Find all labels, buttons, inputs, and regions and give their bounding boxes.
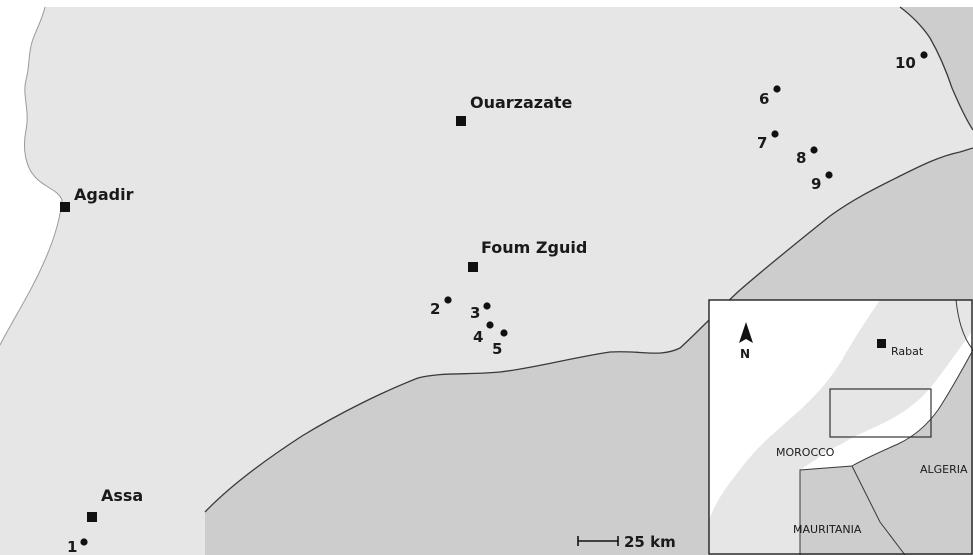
inset-label-algeria: ALGERIA — [920, 463, 968, 476]
site-label: 7 — [757, 134, 767, 152]
site-label: 10 — [895, 54, 916, 72]
city-agadir: Agadir — [60, 185, 134, 212]
inset-city-label: Rabat — [891, 345, 924, 358]
circle-marker-icon — [771, 130, 779, 138]
site-2: 2 — [430, 296, 452, 318]
inset-label-morocco: MOROCCO — [776, 446, 835, 459]
square-marker-icon — [60, 202, 70, 212]
inset-border — [799, 349, 973, 555]
circle-marker-icon — [500, 329, 508, 337]
city-assa: Assa — [87, 486, 143, 522]
inset-label-mauritania: MAURITANIA — [793, 523, 862, 536]
site-3: 3 — [470, 302, 491, 322]
square-marker-icon — [468, 262, 478, 272]
land-northeast — [900, 7, 973, 130]
site-label: 9 — [811, 175, 821, 193]
north-arrow-label: N — [740, 347, 750, 361]
site-label: 8 — [796, 149, 806, 167]
city-label: Agadir — [74, 185, 134, 204]
coastline — [0, 6, 63, 346]
site-8: 8 — [796, 146, 818, 167]
city-label: Assa — [101, 486, 143, 505]
scale-bar: 25 km — [577, 533, 676, 551]
inset-study-area-frame — [829, 388, 932, 438]
site-4: 4 — [473, 321, 494, 346]
site-7: 7 — [757, 130, 779, 152]
site-label: 1 — [67, 538, 77, 555]
inset-land-algeria — [852, 330, 973, 555]
circle-marker-icon — [486, 321, 494, 329]
square-marker-icon — [877, 339, 886, 348]
city-label: Ouarzazate — [470, 93, 573, 112]
north-arrow-icon: N — [739, 322, 753, 361]
site-label: 6 — [759, 90, 769, 108]
site-1: 1 — [67, 538, 88, 555]
site-label: 3 — [470, 304, 480, 322]
scale-bar-label: 25 km — [624, 533, 676, 551]
circle-marker-icon — [773, 85, 781, 93]
circle-marker-icon — [825, 171, 833, 179]
inset-border-3 — [955, 300, 973, 351]
inset-land-morocco — [709, 300, 973, 555]
site-label: 2 — [430, 300, 440, 318]
inset-map: N Rabat MOROCCO ALGERIA MAURITANIA — [708, 299, 973, 555]
circle-marker-icon — [444, 296, 452, 304]
circle-marker-icon — [810, 146, 818, 154]
square-marker-icon — [456, 116, 466, 126]
site-5: 5 — [492, 329, 508, 358]
inset-frame — [708, 299, 973, 555]
circle-marker-icon — [80, 538, 88, 546]
city-ouarzazate: Ouarzazate — [456, 93, 573, 126]
site-label: 5 — [492, 340, 502, 358]
site-10: 10 — [895, 51, 928, 72]
city-label: Foum Zguid — [481, 238, 587, 257]
border-line — [204, 147, 973, 513]
site-9: 9 — [811, 171, 833, 193]
inset-city-rabat: Rabat — [877, 339, 924, 358]
circle-marker-icon — [483, 302, 491, 310]
site-label: 4 — [473, 328, 483, 346]
inset-border-2 — [851, 465, 906, 555]
site-6: 6 — [759, 85, 781, 108]
square-marker-icon — [87, 512, 97, 522]
inset-land-mauritania — [800, 466, 905, 555]
circle-marker-icon — [920, 51, 928, 59]
city-foum-zguid: Foum Zguid — [468, 238, 587, 272]
border-line-ne — [899, 6, 973, 131]
